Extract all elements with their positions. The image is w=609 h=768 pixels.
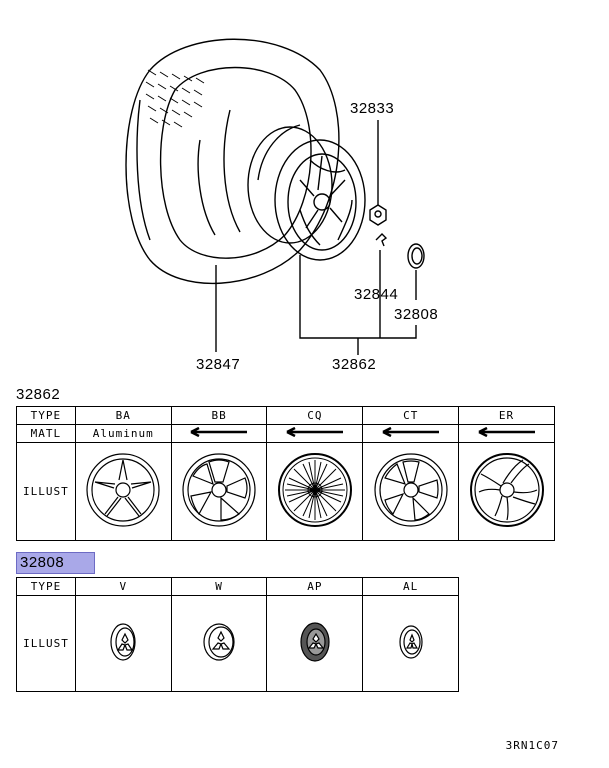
- valve-drawing: [375, 233, 388, 247]
- same-as-left-arrow-icon: [170, 424, 268, 443]
- wheel-rim-drawing: [247, 124, 366, 261]
- same-as-left-arrow-icon: [458, 424, 555, 443]
- row-label-type: TYPE: [16, 577, 76, 596]
- type-ap: AP: [266, 577, 364, 596]
- callout-32808: 32808: [394, 306, 439, 323]
- cap-v-illustration: [74, 595, 172, 692]
- type-v: V: [74, 577, 172, 596]
- type-al: AL: [362, 577, 459, 596]
- tire-drawing: [125, 38, 340, 285]
- same-as-left-arrow-icon: [266, 424, 364, 443]
- table2-type-row: TYPE V W AP AL: [16, 577, 459, 596]
- callout-32862: 32862: [332, 356, 377, 373]
- table1-type-row: TYPE BA BB CQ CT ER: [16, 406, 555, 425]
- wheel-cq-illustration: [266, 442, 364, 541]
- diagram-code: 3RN1C07: [505, 739, 559, 752]
- row-label-illust: ILLUST: [16, 442, 76, 541]
- cap-ap-illustration: [266, 595, 364, 692]
- center-cap-type-table: TYPE V W AP AL ILLUST: [16, 577, 459, 692]
- table2-part-number-highlighted: 32808: [16, 552, 95, 574]
- row-label-matl: MATL: [16, 424, 76, 443]
- table1-part-number: 32862: [16, 386, 61, 403]
- type-bb: BB: [170, 406, 268, 425]
- type-er: ER: [458, 406, 555, 425]
- type-ba: BA: [74, 406, 172, 425]
- type-ct: CT: [362, 406, 460, 425]
- cap-w-illustration: [170, 595, 268, 692]
- callout-32844: 32844: [354, 286, 399, 303]
- center-cap-drawing: [407, 243, 425, 269]
- table2-illust-row: ILLUST: [16, 595, 459, 692]
- table1-illust-row: ILLUST: [16, 442, 555, 541]
- type-w: W: [170, 577, 268, 596]
- wheel-ct-illustration: [362, 442, 460, 541]
- cap-al-illustration: [362, 595, 459, 692]
- wheel-er-illustration: [458, 442, 555, 541]
- callout-32833: 32833: [350, 100, 395, 117]
- wheel-nut-drawing: [369, 204, 387, 226]
- row-label-illust: ILLUST: [16, 595, 76, 692]
- wheel-ba-illustration: [74, 442, 172, 541]
- same-as-left-arrow-icon: [362, 424, 460, 443]
- callout-32847: 32847: [196, 356, 241, 373]
- type-cq: CQ: [266, 406, 364, 425]
- table1-matl-row: MATL Aluminum: [16, 424, 555, 443]
- row-label-type: TYPE: [16, 406, 76, 425]
- wheel-bb-illustration: [170, 442, 268, 541]
- matl-ba: Aluminum: [74, 424, 172, 443]
- wheel-type-table: TYPE BA BB CQ CT ER MATL Aluminum ILLUST: [16, 406, 555, 541]
